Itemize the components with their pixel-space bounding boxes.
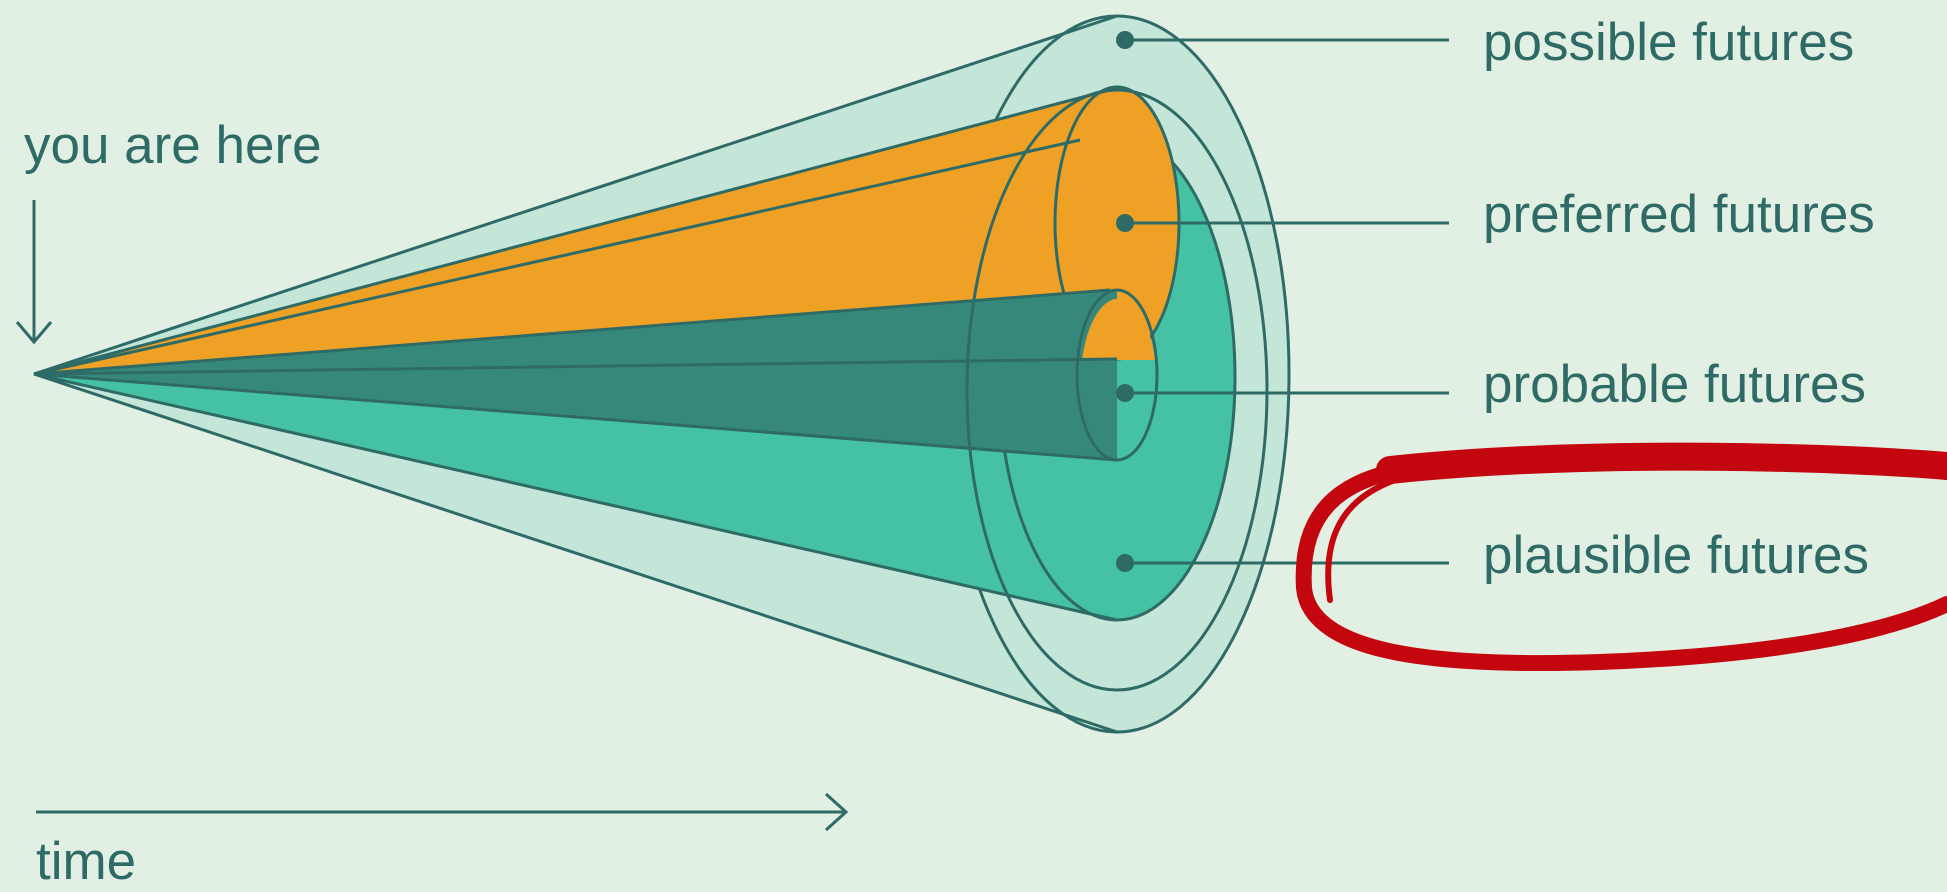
- plausible-futures-label: plausible futures: [1483, 526, 1869, 586]
- you-are-here-label: you are here: [24, 116, 322, 176]
- plausible-dot: [1116, 554, 1134, 572]
- probable-dot: [1116, 384, 1134, 402]
- time-label: time: [36, 832, 136, 892]
- preferred-futures-label: preferred futures: [1483, 185, 1875, 245]
- preferred-dot: [1116, 214, 1134, 232]
- possible-futures-label: possible futures: [1483, 13, 1854, 73]
- probable-futures-label: probable futures: [1483, 355, 1866, 415]
- possible-dot: [1116, 31, 1134, 49]
